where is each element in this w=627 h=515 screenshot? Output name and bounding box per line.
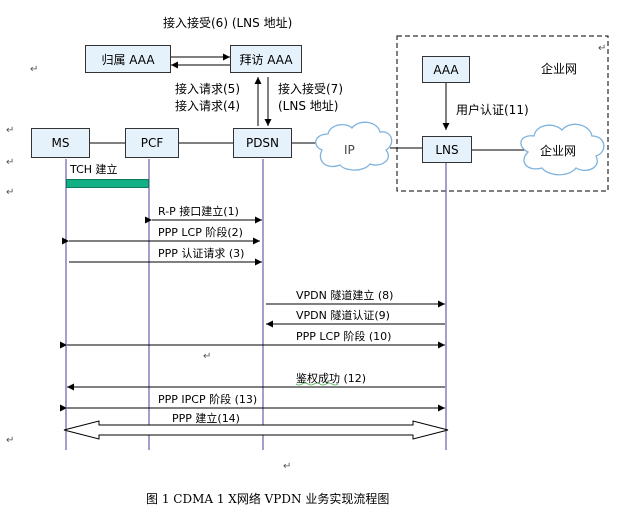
- lns-node: LNS: [422, 136, 472, 163]
- user-auth-11-label: 用户认证(11): [456, 103, 529, 117]
- ms-node: MS: [31, 128, 90, 158]
- msg3-label: PPP 认证请求 (3): [158, 247, 245, 260]
- return-mark-icon: ↵: [6, 125, 15, 136]
- msg1-label: R-P 接口建立(1): [158, 205, 239, 218]
- spellcheck-squiggle: [295, 382, 339, 386]
- return-mark-icon: ↵: [6, 187, 15, 198]
- enterprise-cloud: [520, 123, 605, 176]
- msg14-arrow: [63, 420, 449, 440]
- enterprise-boundary: [396, 35, 609, 192]
- ip-cloud-label: IP: [344, 143, 355, 157]
- return-mark-icon: ↵: [30, 64, 39, 75]
- figure-caption: 图 1 CDMA 1 X网络 VPDN 业务实现流程图: [146, 492, 390, 506]
- msg10-label: PPP LCP 阶段 (10): [296, 330, 392, 343]
- return-mark-icon: ↵: [283, 461, 292, 472]
- access-request-4-label: 接入请求(4): [175, 99, 240, 113]
- msg12-label: 鉴权成功 (12): [296, 372, 367, 385]
- ms-label: MS: [51, 136, 70, 150]
- lns-label: LNS: [435, 142, 459, 157]
- home-aaa-label: 归属 AAA: [101, 52, 155, 67]
- enterprise-cloud-label: 企业网: [540, 144, 577, 158]
- return-mark-icon: ↵: [203, 351, 212, 362]
- visited-aaa-node: 拜访 AAA: [230, 45, 302, 73]
- return-mark-icon: ↵: [6, 157, 15, 168]
- return-mark-icon: ↵: [598, 43, 607, 54]
- access-request-5-label: 接入请求(5): [175, 82, 240, 96]
- ip-cloud: [315, 121, 393, 171]
- access-accept-7-label: 接入接受(7): [278, 82, 343, 96]
- msg13-label: PPP IPCP 阶段 (13): [158, 393, 258, 406]
- access-accept-6-label: 接入接受(6) (LNS 地址): [163, 16, 293, 30]
- return-mark-icon: ↵: [6, 435, 15, 446]
- msg9-label: VPDN 隧道认证(9): [296, 309, 390, 322]
- msg2-label: PPP LCP 阶段(2): [158, 226, 243, 239]
- enterprise-net-label: 企业网: [541, 62, 578, 76]
- enterprise-aaa-node: AAA: [422, 56, 470, 83]
- pdsn-node: PDSN: [233, 128, 292, 158]
- pdsn-label: PDSN: [245, 136, 280, 150]
- tch-setup-label: TCH 建立: [70, 163, 118, 176]
- pcf-node: PCF: [125, 128, 179, 158]
- tch-bar: [66, 179, 149, 188]
- enterprise-aaa-label: AAA: [433, 62, 459, 77]
- home-aaa-node: 归属 AAA: [85, 45, 171, 73]
- msg8-label: VPDN 隧道建立 (8): [296, 289, 394, 302]
- pcf-label: PCF: [140, 136, 164, 150]
- visited-aaa-label: 拜访 AAA: [239, 52, 293, 67]
- msg14-label: PPP 建立(14): [172, 412, 240, 425]
- lns-address-label: (LNS 地址): [278, 99, 339, 113]
